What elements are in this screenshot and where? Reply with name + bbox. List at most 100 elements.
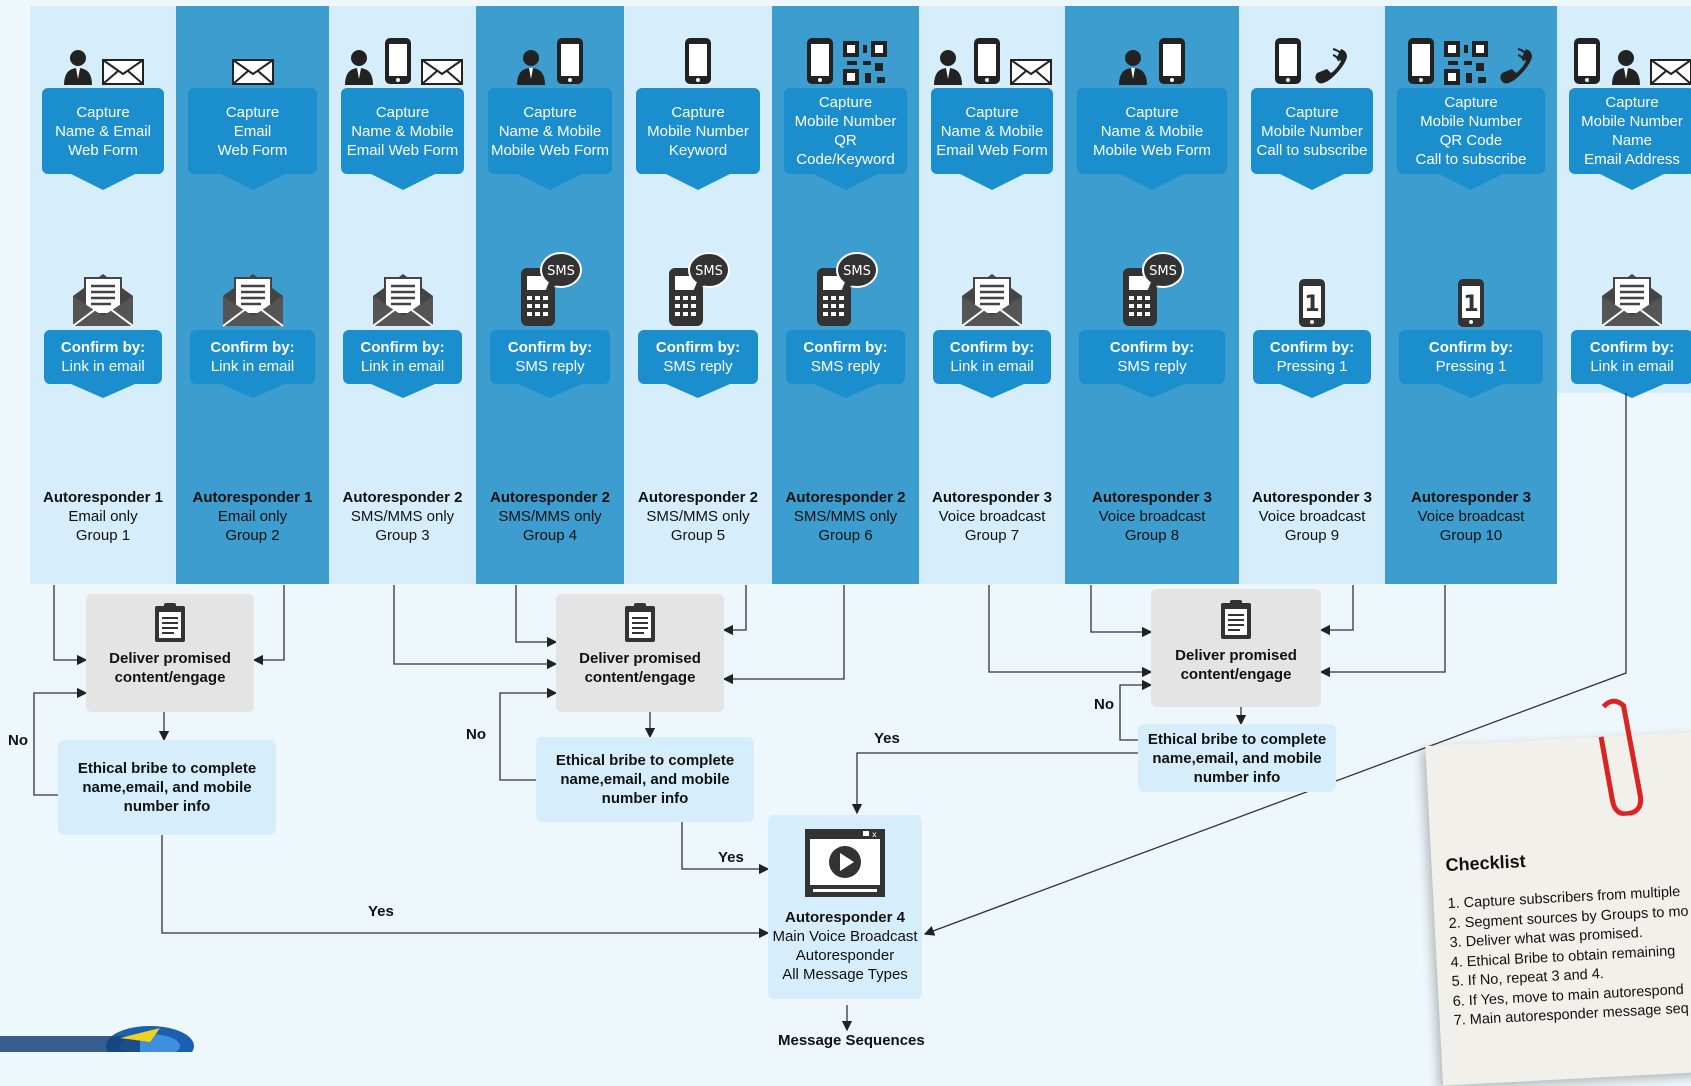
confirm-box: Confirm by:SMS reply: [786, 330, 905, 384]
autoresponder-name: Autoresponder 2: [637, 489, 758, 506]
autoresponder-detail: Email only: [217, 508, 288, 525]
confirm-arrow: [220, 384, 285, 398]
phone-icon: [1572, 37, 1602, 90]
autoresponder-name: Autoresponder 3: [931, 489, 1052, 506]
no-label-2: No: [466, 726, 486, 743]
autoresponder-detail: Group 7: [964, 527, 1020, 544]
autoresponder-detail: Group 4: [522, 527, 578, 544]
capture-arrow: [71, 174, 135, 190]
capture-line: Capture: [76, 103, 130, 121]
flow-connectors: [33, 393, 1627, 1032]
confirm-heading: Confirm by:: [655, 339, 741, 356]
confirm-arrow: [518, 384, 582, 398]
confirm-arrow: [370, 384, 435, 398]
capture-line: QR Code: [1439, 132, 1503, 149]
confirm-box: Confirm by:Link in email: [343, 330, 462, 384]
autoresponder-detail: Voice broadcast: [1258, 508, 1366, 525]
confirm-method: SMS reply: [663, 358, 733, 375]
autoresponder-name: Autoresponder 3: [1251, 489, 1372, 506]
autoresponder-detail: Group 10: [1439, 527, 1503, 544]
confirm-method: Link in email: [210, 358, 295, 375]
confirm-arrow: [960, 384, 1024, 398]
capture-arrow: [813, 174, 878, 190]
envelope-icon: [420, 59, 463, 90]
autoresponder-detail: Group 8: [1124, 527, 1180, 544]
capture-line: Web Form: [217, 141, 288, 159]
confirm-box: Confirm by: Link in email: [190, 330, 315, 384]
autoresponder-detail: Group 6: [818, 527, 873, 544]
confirm-arrow: [1600, 384, 1664, 398]
confirm-box: Confirm by:Link in email: [44, 330, 162, 384]
paperclip-icon: [1598, 698, 1644, 817]
capture-line: Name & Mobile: [351, 122, 454, 140]
capture-line: Mobile Number: [794, 113, 897, 130]
confirm-box: Confirm by:Link in email: [933, 330, 1051, 384]
capture-line: QR Code/Keyword: [796, 132, 895, 168]
confirm-heading: Confirm by:: [1269, 339, 1355, 356]
capture-line: Name & Mobile: [940, 122, 1044, 140]
capture-line: Mobile Number: [1581, 113, 1683, 130]
capture-line: Name: [1611, 132, 1652, 149]
confirm-box: Confirm by:Link in email: [1571, 330, 1691, 384]
capture-line: Email Web Form: [346, 141, 459, 159]
clipboard-icon: [155, 603, 185, 642]
autoresponder-name: Autoresponder 3: [1091, 489, 1212, 506]
svg-text:SMS: SMS: [547, 264, 575, 279]
keypad-phone-icon: 1: [1239, 244, 1385, 328]
checklist-note: Checklist 1. Capture subscribers from mu…: [1425, 698, 1691, 1086]
capture-line: Mobile Number: [1261, 122, 1363, 140]
phone-icon: [555, 37, 585, 90]
capture-line: Capture: [375, 103, 430, 121]
capture-arrow: [666, 174, 730, 190]
capture-icons: [624, 34, 772, 90]
sms-phone-icon: SMS: [476, 244, 624, 328]
open-envelope-icon: [919, 244, 1065, 328]
phone-icon: [1157, 37, 1187, 90]
capture-arrow: [960, 174, 1024, 190]
envelope-icon: [102, 59, 144, 90]
envelope-icon: [231, 59, 274, 90]
capture-line: Keyword: [668, 141, 728, 159]
autoresponder-detail: SMS/MMS only: [498, 508, 602, 525]
confirm-method: Pressing 1: [1276, 358, 1348, 375]
capture-line: Capture: [1444, 94, 1498, 111]
clipboard-icon: [1221, 600, 1251, 639]
capture-line: Name & Email: [55, 122, 151, 140]
capture-line: Capture: [225, 103, 280, 121]
person-icon: [515, 49, 547, 90]
capture-icons: [476, 34, 624, 90]
confirm-method: Link in email: [950, 358, 1034, 375]
phone-icon: [972, 37, 1002, 90]
svg-text:SMS: SMS: [843, 264, 871, 279]
autoresponder-detail: Voice broadcast: [938, 508, 1046, 525]
svg-text:SMS: SMS: [695, 264, 723, 279]
phone-icon: [1273, 37, 1303, 90]
capture-line: Web Form: [68, 141, 138, 159]
checklist-title: Checklist: [1445, 851, 1527, 876]
confirm-arrow: [1280, 384, 1344, 398]
confirm-heading: Confirm by:: [1109, 339, 1195, 356]
confirm-heading: Confirm by:: [803, 339, 888, 356]
confirm-method: SMS reply: [515, 358, 585, 375]
capture-arrow: [1600, 174, 1664, 190]
confirm-heading: Confirm by:: [210, 339, 295, 356]
autoresponder-detail: Voice broadcast: [1098, 508, 1206, 525]
person-icon: [1117, 49, 1149, 90]
autoresponder-detail: SMS/MMS only: [793, 508, 898, 525]
